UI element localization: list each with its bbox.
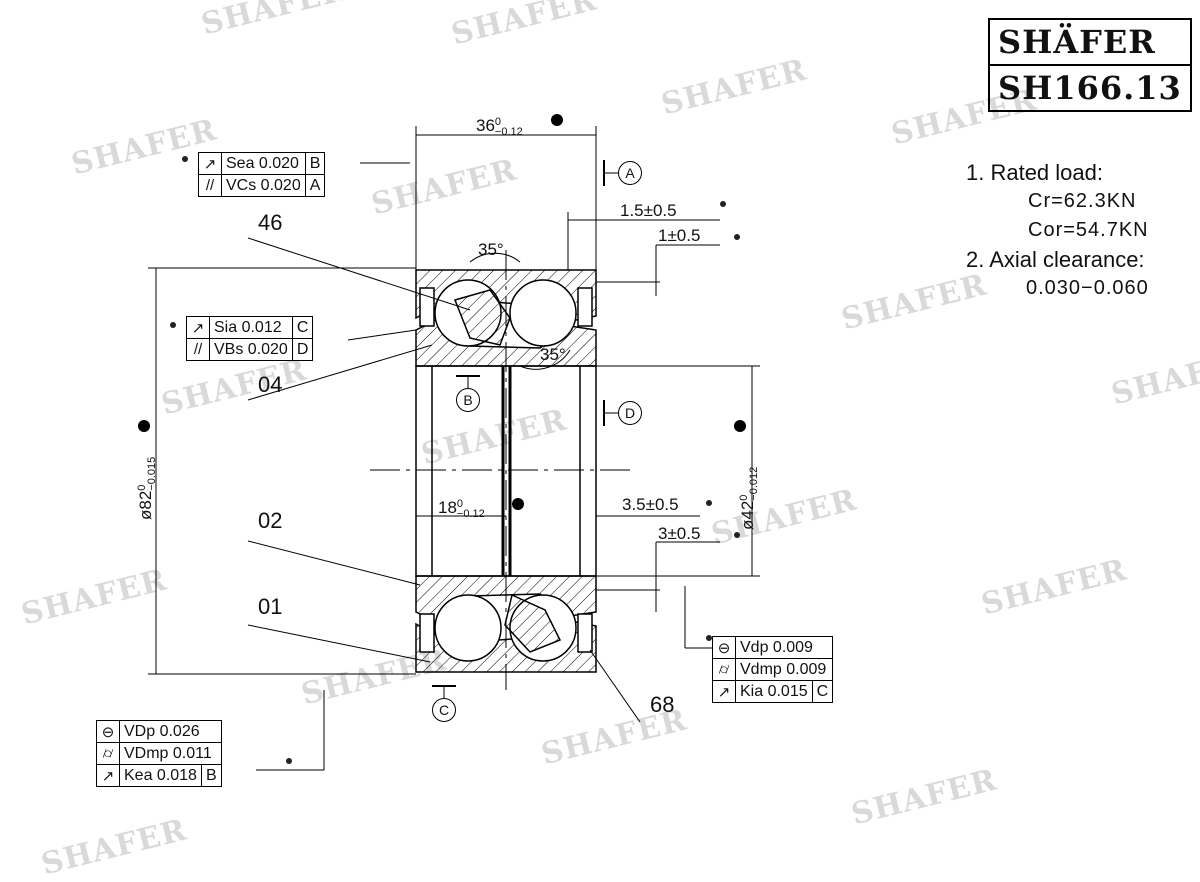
dimension-3: 3±0.5 [658, 524, 701, 543]
fcf-row: ⌭ Vdmp 0.009 [712, 658, 834, 681]
part-label-04: 04 [258, 372, 283, 397]
cylindricity-icon: ⌭ [96, 742, 120, 765]
part-label-46: 46 [258, 210, 283, 235]
fcf-row: ↗ Kea 0.018 B [96, 764, 222, 787]
inner-diameter-dimension: ø420−0.012 [737, 466, 760, 530]
fcf-row: ↗ Kia 0.015 C [712, 680, 834, 703]
notes-block: 1. Rated load: Cr=62.3KN Cor=54.7KN 2. A… [966, 158, 1149, 303]
outer-diameter-dimension: ø820−0.015 [135, 456, 158, 520]
ball-bottom-left [434, 594, 502, 662]
dimension-1: 1±0.5 [658, 226, 701, 245]
key-characteristic-dot [512, 498, 524, 510]
angle-bottom: 35° [540, 345, 566, 364]
runout-icon: ↗ [96, 764, 120, 787]
part-number: SH166.13 [998, 69, 1182, 107]
fcf-datum: D [291, 338, 314, 361]
rated-load-title: 1. Rated load: [966, 160, 1103, 185]
sc-dot [706, 500, 712, 506]
fcf-row: ⊖ Vdp 0.009 [712, 636, 834, 659]
key-characteristic-dot [138, 420, 150, 432]
parallelism-icon: // [186, 338, 210, 361]
fcf-value: VCs 0.020 [221, 174, 306, 197]
fcf-sea: ↗ Sea 0.020 B // VCs 0.020 A [198, 152, 326, 197]
datum-a: A [618, 161, 642, 185]
key-characteristic-dot [551, 114, 563, 126]
fcf-row: ⌭ VDmp 0.011 [96, 742, 222, 765]
ball-top-right [509, 279, 577, 347]
key-characteristic-dot [734, 420, 746, 432]
sc-dot [720, 201, 726, 207]
fcf-row: ↗ Sia 0.012 C [186, 316, 314, 339]
axial-clearance-value: 0.030−0.060 [1026, 277, 1149, 299]
circularity-icon: ⊖ [96, 720, 120, 743]
runout-icon: ↗ [712, 680, 736, 703]
dimension-3-5: 3.5±0.5 [622, 495, 679, 514]
runout-icon: ↗ [198, 152, 222, 175]
fcf-datum: C [811, 680, 834, 703]
fcf-value: VDmp 0.011 [119, 742, 222, 765]
half-width-dimension: 180−0.12 [438, 497, 485, 520]
fcf-kea: ⊖ VDp 0.026 ⌭ VDmp 0.011 ↗ Kea 0.018 B [96, 720, 222, 787]
part-label-02: 02 [258, 508, 283, 533]
sc-dot [734, 234, 740, 240]
part-label-01: 01 [258, 594, 283, 619]
fcf-value: Vdp 0.009 [734, 636, 834, 659]
parallelism-icon: // [198, 174, 222, 197]
fcf-value: VBs 0.020 [209, 338, 293, 361]
fcf-row: // VCs 0.020 A [198, 174, 326, 197]
angle-top: 35° [478, 240, 504, 259]
datum-c: C [432, 698, 456, 722]
axial-clearance-title: 2. Axial clearance: [966, 247, 1145, 272]
sc-dot [706, 635, 712, 641]
fcf-value: Kia 0.015 [735, 680, 813, 703]
fcf-row: ↗ Sea 0.020 B [198, 152, 326, 175]
fcf-value: Sea 0.020 [221, 152, 306, 175]
brand-logo-box: SHÄFER SH166.13 [988, 18, 1192, 112]
fcf-datum: C [291, 316, 314, 339]
circularity-icon: ⊖ [712, 636, 736, 659]
fcf-value: VDp 0.026 [119, 720, 222, 743]
runout-icon: ↗ [186, 316, 210, 339]
fcf-value: Sia 0.012 [209, 316, 293, 339]
fcf-datum: B [200, 764, 222, 787]
datum-d: D [618, 401, 642, 425]
fcf-value: Kea 0.018 [119, 764, 202, 787]
sc-dot [170, 322, 176, 328]
cor-value: Cor=54.7KN [1028, 219, 1149, 241]
sc-dot [734, 532, 740, 538]
fcf-vdp: ⊖ Vdp 0.009 ⌭ Vdmp 0.009 ↗ Kia 0.015 C [712, 636, 834, 703]
width-dimension: 360−0.12 [476, 115, 523, 138]
sc-dot [286, 758, 292, 764]
cr-value: Cr=62.3KN [1028, 190, 1137, 212]
dimension-1-5: 1.5±0.5 [620, 201, 677, 220]
sc-dot [182, 156, 188, 162]
fcf-row: // VBs 0.020 D [186, 338, 314, 361]
fcf-sia: ↗ Sia 0.012 C // VBs 0.020 D [186, 316, 314, 361]
fcf-datum: B [304, 152, 326, 175]
cylindricity-icon: ⌭ [712, 658, 736, 681]
fcf-value: Vdmp 0.009 [734, 658, 834, 681]
datum-b: B [456, 388, 480, 412]
brand-name: SHÄFER [990, 20, 1190, 66]
fcf-datum: A [304, 174, 326, 197]
part-label-68: 68 [650, 692, 675, 717]
fcf-row: ⊖ VDp 0.026 [96, 720, 222, 743]
